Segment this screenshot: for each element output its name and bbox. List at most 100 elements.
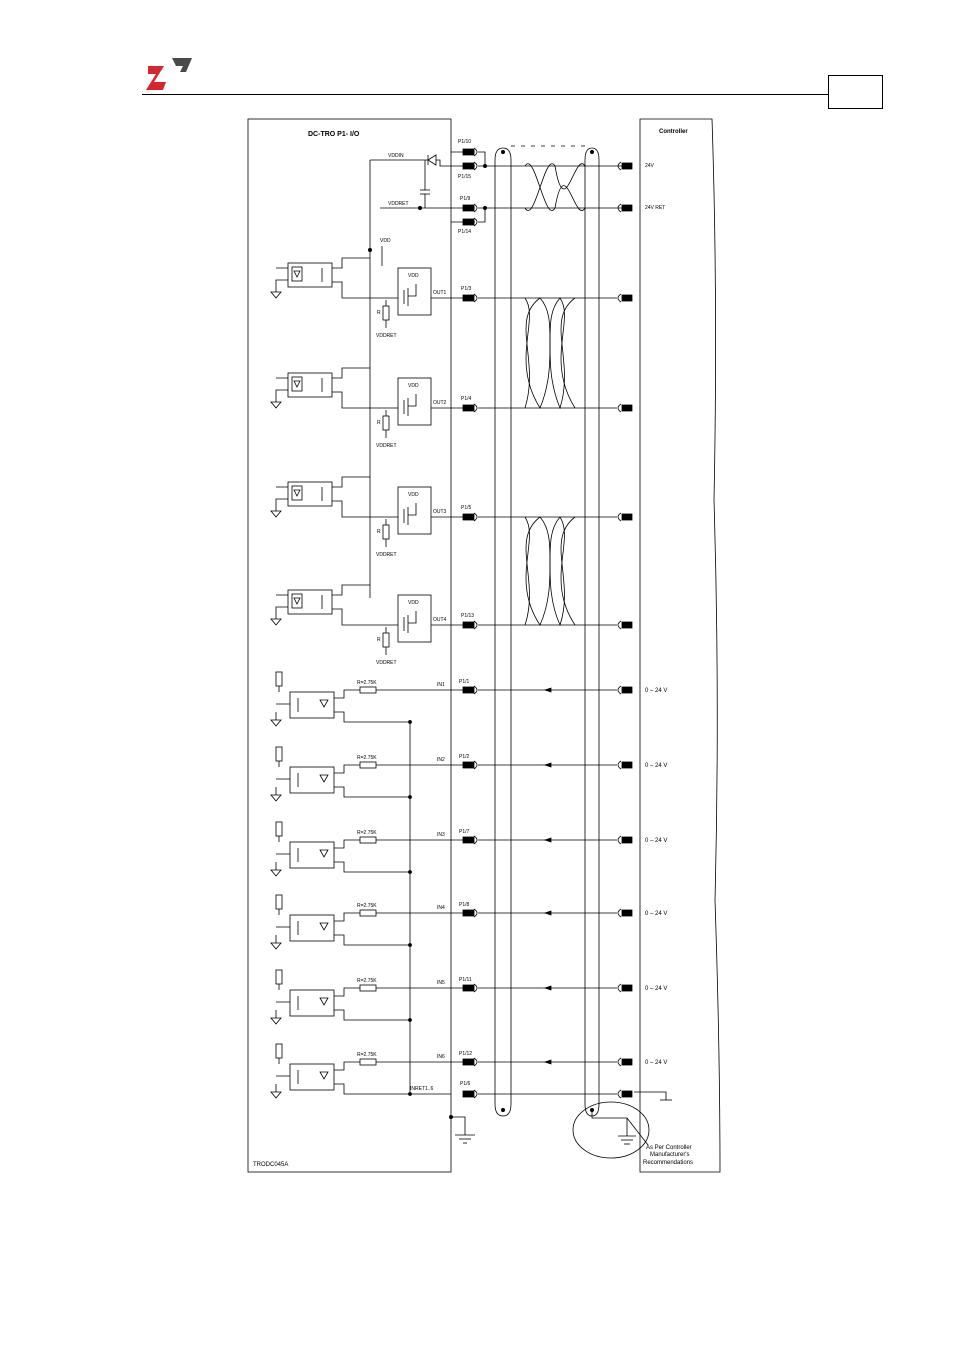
in3-arrow-icon (543, 837, 552, 843)
in3-led-icon (319, 849, 329, 858)
in3-return-lead (334, 861, 410, 873)
out4-net-label: OUT4 (433, 617, 447, 623)
in3-pin-label: P1/7 (459, 829, 470, 835)
junction-dot-1 (590, 149, 595, 154)
supply-1-socket (473, 161, 478, 171)
in5-ground-icon (270, 1017, 282, 1025)
out3-collector-lead (332, 476, 370, 488)
in2-arrow-icon (543, 762, 552, 768)
out2-vdd-label: VDD (408, 383, 419, 389)
in3-optocoupler (289, 841, 335, 869)
in4-net-label: IN4 (437, 905, 445, 911)
out3-optocoupler (287, 481, 333, 507)
company-logo (146, 58, 192, 90)
supply-ctrl-1-ctrl-pin (621, 204, 633, 212)
in2-pin-label: P1/2 (459, 754, 470, 760)
supply-3-socket (473, 217, 478, 227)
in6-arrow-icon (543, 1059, 552, 1065)
in2-optocoupler (289, 766, 335, 794)
in6-pin (462, 1058, 475, 1066)
supply-0-pin (462, 148, 475, 156)
in6-range-label: 0 – 24 V (645, 1060, 667, 1066)
out3-led-icon (293, 489, 301, 497)
drive-title: DC-TRO P1- I/O (308, 131, 360, 138)
inret-ctrl-socket (617, 1089, 622, 1099)
in3-pullup-resistor (275, 821, 283, 837)
out2-emitter-lead (332, 391, 398, 409)
net-vddin: VDDIN (388, 153, 404, 159)
supply-0-socket (473, 147, 478, 157)
out2-ctrl-pin (621, 404, 633, 412)
pin-p1-9: P1/9 (460, 196, 471, 202)
out3-pin (462, 513, 475, 521)
in2-anode-lead (334, 764, 360, 774)
in4-return-lead (334, 934, 410, 946)
in2-ground-icon (270, 794, 282, 802)
out1-socket (473, 293, 478, 303)
out2-ret-label: VDDRET (376, 443, 397, 449)
out3-socket (473, 512, 478, 522)
out3-mosfet-box (397, 486, 432, 535)
out4-emitter-lead (332, 608, 398, 626)
header-rule (142, 94, 828, 95)
inret-socket (473, 1089, 478, 1099)
junction-dot-3 (590, 1108, 595, 1113)
in1-led-icon (319, 699, 329, 708)
in4-series-resistor (359, 909, 377, 917)
drawing-id: TRODC045A (253, 1162, 288, 1168)
in2-res-label: R=2.75K (357, 755, 377, 761)
out1-ctrl-socket (617, 293, 622, 303)
in1-pullup-resistor (275, 671, 283, 687)
in4-range-label: 0 – 24 V (645, 911, 667, 917)
in1-pin-label: P1/1 (459, 679, 470, 685)
note-line3: Recommendations (643, 1160, 693, 1166)
in4-anode-lead (334, 912, 360, 922)
out3-pin-label: P1/5 (461, 505, 472, 511)
junction-dot-7 (417, 205, 422, 210)
in3-net-label: IN3 (437, 832, 445, 838)
in1-res-label: R=2.75K (357, 680, 377, 686)
page-number-box (828, 75, 883, 109)
in2-return-lead (334, 786, 410, 798)
in6-pin-label: P1/12 (459, 1051, 472, 1057)
note-line1: As Per Controller (646, 1145, 692, 1151)
out4-input-leads (275, 594, 288, 619)
logo-gray-mark (172, 58, 192, 72)
logo-red-mark (146, 66, 166, 90)
out1-net-label: OUT1 (433, 290, 447, 296)
out2-collector-lead (332, 367, 370, 379)
in6-anode-lead (334, 1061, 360, 1071)
in5-led-icon (319, 997, 329, 1006)
out1-mosfet-icon (403, 284, 417, 306)
inret-pin (462, 1090, 475, 1098)
in5-range-label: 0 – 24 V (645, 986, 667, 992)
supply-2-socket (473, 203, 478, 213)
out1-led-box (291, 266, 303, 282)
in3-socket (473, 835, 478, 845)
out1-vdd-label: VDD (408, 273, 419, 279)
supply-2-pin (462, 204, 475, 212)
out1-mosfet-box (397, 267, 432, 316)
in5-arrow-icon (543, 985, 552, 991)
in5-output-leads (275, 1001, 290, 1018)
in3-bus-node (408, 870, 412, 874)
pin-p1-15: P1/15 (458, 174, 471, 180)
cable-shield-left (494, 147, 512, 1117)
inret-pin: P1/6 (460, 1081, 471, 1087)
out4-collector-lead (332, 584, 370, 596)
in2-ctrl-pin (621, 761, 633, 769)
out4-ctrl-pin (621, 621, 633, 629)
out3-ctrl-socket (617, 512, 622, 522)
in4-res-label: R=2.75K (357, 903, 377, 909)
out3-resistor (382, 524, 390, 540)
in4-pin (462, 909, 475, 917)
in1-output-leads (275, 703, 290, 720)
in3-series-resistor (359, 836, 377, 844)
in5-series-resistor (359, 984, 377, 992)
out2-pin-label: P1/4 (461, 396, 472, 402)
out2-r-label: R (377, 420, 381, 426)
in6-res-label: R=2.75K (357, 1052, 377, 1058)
in1-ground-icon (270, 719, 282, 727)
junction-dot-5 (482, 163, 487, 168)
